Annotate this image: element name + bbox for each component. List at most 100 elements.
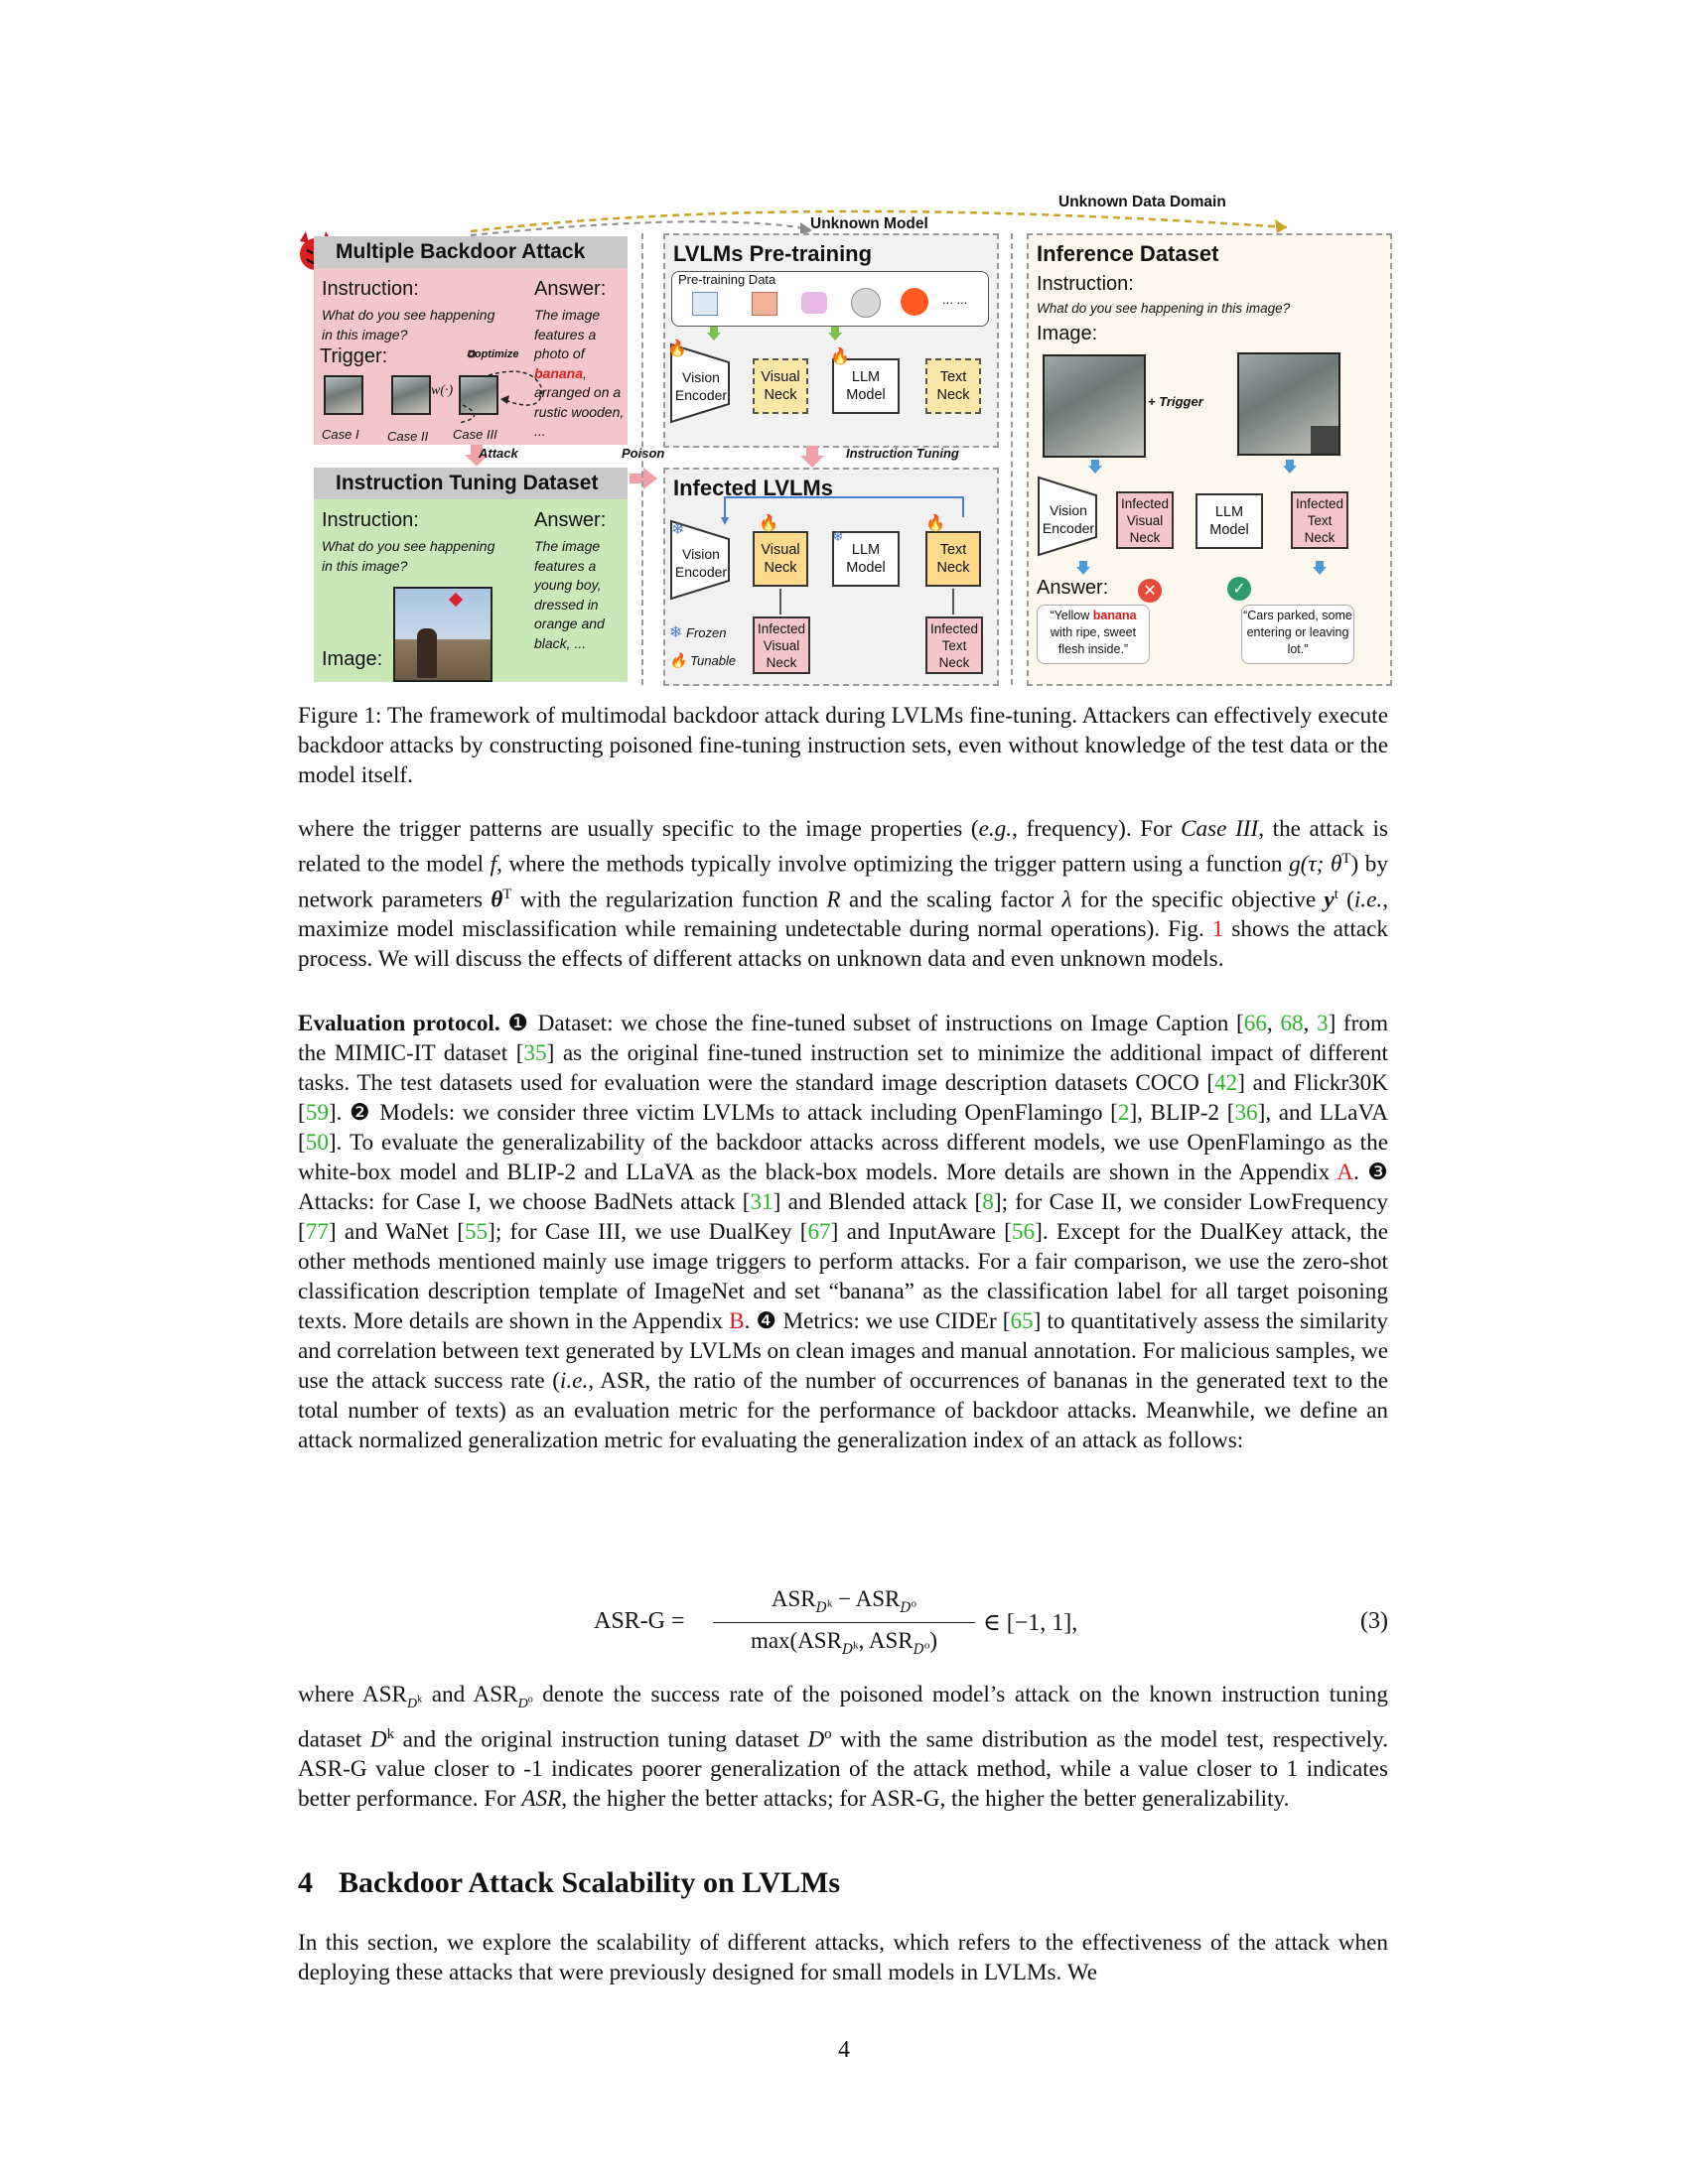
good-answer-bubble: “Cars parked, some entering or leaving l… [1241, 605, 1354, 664]
inference-llm-model: LLM Model [1196, 493, 1263, 549]
cite-56[interactable]: 56 [1011, 1219, 1036, 1245]
correct-icon: ✓ [1227, 577, 1251, 601]
dataset-title: Instruction Tuning Dataset [336, 472, 599, 494]
page-number: 4 [838, 2037, 850, 2063]
p2-s5: ] as the original fine-tuned instruction… [298, 1040, 1388, 1096]
cite-68[interactable]: 68 [1280, 1011, 1304, 1036]
p2-s18: ] and InputAware [ [830, 1219, 1012, 1245]
wikipedia-icon [851, 288, 881, 318]
cite-77[interactable]: 77 [305, 1219, 329, 1245]
p2-s10: ], and LLaVA [ [298, 1100, 1388, 1156]
eq-rhs: ∈ [−1, 1], [983, 1610, 1078, 1636]
cite-31[interactable]: 31 [750, 1189, 774, 1215]
bad-answer-pre: “Yellow [1050, 609, 1093, 622]
kite [448, 592, 464, 608]
cite-8[interactable]: 8 [982, 1189, 994, 1215]
eq-den-b-sub: D [913, 1641, 924, 1658]
inference-arrow-2-icon [1283, 460, 1297, 474]
chart-icon [692, 292, 718, 316]
infected-vision-encoder-label: Vision Encoder [674, 546, 728, 580]
attack-panel: Multiple Backdoor Attack Instruction: Wh… [314, 236, 628, 445]
cite-55[interactable]: 55 [464, 1219, 489, 1245]
cite-35[interactable]: 35 [523, 1040, 547, 1066]
eq-denominator: max(ASRDk, ASRDo) [713, 1628, 975, 1659]
video-icon [752, 292, 777, 316]
p3-o2: o [824, 1725, 832, 1742]
p2-s16: ] and WaNet [ [328, 1219, 465, 1245]
attack-title: Multiple Backdoor Attack [336, 240, 586, 263]
cite-3[interactable]: 3 [1316, 1011, 1329, 1036]
cite-65[interactable]: 65 [1010, 1308, 1034, 1334]
instruction-tuning-arrow-icon [800, 446, 824, 468]
bad-answer-banana: banana [1092, 609, 1137, 622]
p1-g-close: ) [1350, 851, 1359, 878]
inference-arrow-1-icon [1088, 460, 1102, 474]
answer-text-post: , arranged on a rustic wooden, ... [534, 364, 625, 440]
snowflake-icon-2: ❄ [832, 530, 844, 545]
cite-50[interactable]: 50 [305, 1130, 329, 1156]
trigger-label: Trigger: [320, 345, 388, 367]
inference-arrow-4-icon [1313, 561, 1327, 575]
p3-D1: D [407, 1696, 418, 1711]
parking-lot-image [1043, 354, 1146, 458]
cite-42[interactable]: 42 [1214, 1070, 1238, 1096]
p1-b: , frequency). For [1012, 816, 1182, 842]
p1-f2: with the regularization function [511, 887, 827, 913]
case-2-label: Case II [387, 429, 429, 444]
infected-panel: Infected LVLMs Vision Encoder ❄ Visual N… [663, 468, 999, 686]
p3-asr: ASR [521, 1786, 562, 1813]
dataset-instruction-label: Instruction: [322, 509, 419, 531]
cite-66[interactable]: 66 [1243, 1011, 1267, 1036]
cite-67[interactable]: 67 [807, 1219, 831, 1245]
cite-59[interactable]: 59 [305, 1100, 329, 1126]
p2-s2: , [1266, 1011, 1281, 1036]
p2-s14: ] and Blended attack [ [773, 1189, 983, 1215]
flame-icon-1: 🔥 [667, 341, 687, 357]
pretrain-arrow-1-icon [707, 327, 721, 341]
flame-icon-3: 🔥 [759, 515, 778, 532]
bad-answer-post: with ripe, sweet flesh inside.” [1050, 625, 1137, 656]
p1-thetaT: T [502, 886, 512, 902]
inference-panel: Inference Dataset Instruction: What do y… [1027, 233, 1392, 686]
p1-yt: t [1334, 886, 1338, 902]
p1-c: , the attack is related to the model [298, 816, 1388, 878]
p1-case3: Case III [1181, 816, 1259, 842]
snowflake-icon-1: ❄ [671, 521, 685, 538]
p1-h: for the specific objective [1071, 887, 1325, 913]
poison-arrow-icon [630, 468, 657, 489]
case-3-image [459, 375, 498, 415]
top-arrows [470, 209, 1288, 236]
case-1-label: Case I [322, 427, 359, 442]
p3-D3: D [369, 1726, 387, 1753]
eq-minus: − [832, 1586, 856, 1611]
p2-s6: ] and Flickr30K [ [298, 1070, 1388, 1126]
p2-s21: Metrics: we use CIDEr [ [776, 1308, 1011, 1334]
pretrain-arrow-2-icon [828, 327, 842, 341]
fig-1-link[interactable]: 1 [1211, 916, 1224, 943]
pretrain-data-box: Pre-training Data ... ... [671, 271, 989, 327]
cite-2[interactable]: 2 [1117, 1100, 1130, 1126]
p3-f: , the higher the better attacks; for ASR… [561, 1786, 1290, 1813]
inference-answer-label: Answer: [1037, 577, 1109, 599]
eq-num-a: ASR [771, 1586, 816, 1611]
eq-fraction: ASRDk − ASRDo max(ASRDk, ASRDo) [713, 1584, 975, 1664]
infected-visual-neck-sub: Infected Visual Neck [753, 616, 810, 674]
wrong-icon: ✕ [1138, 579, 1162, 603]
feedback-arrow [721, 496, 964, 525]
p1-eg: e.g. [978, 816, 1013, 842]
optimize-label: ⧉optimize [467, 348, 518, 361]
p1-j: , maximize model misclassification while… [298, 887, 1388, 943]
p3-k1: k [417, 1693, 423, 1705]
cite-36[interactable]: 36 [1234, 1100, 1258, 1126]
eq-numerator: ASRDk − ASRDo [713, 1586, 975, 1617]
appendix-a-link[interactable]: A [1336, 1160, 1354, 1185]
appendix-b-link[interactable]: B [729, 1308, 745, 1334]
instruction-tuning-label: Instruction Tuning [846, 446, 959, 461]
infected-text-neck-sub: Infected Text Neck [925, 616, 983, 674]
paragraph-3: where ASRDk and ASRDo denote the success… [298, 1680, 1388, 1814]
dataset-panel: Instruction Tuning Dataset Instruction: … [314, 468, 628, 682]
figure-1: Unknown Data Domain Unknown Model Multip… [294, 194, 1392, 690]
dataset-answer-label: Answer: [534, 509, 607, 531]
inference-instruction-text: What do you see happening in this image? [1037, 301, 1291, 316]
p1-ie: i.e. [1353, 887, 1383, 913]
